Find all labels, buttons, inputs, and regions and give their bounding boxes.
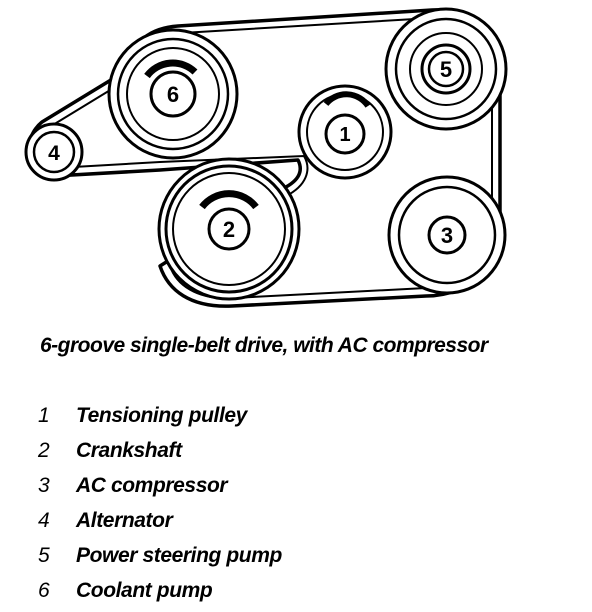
pulley-label-3: 3 (441, 223, 453, 248)
legend-item: 5 Power steering pump (38, 538, 282, 573)
pulley-label-5: 5 (440, 57, 452, 82)
legend-item: 3 AC compressor (38, 468, 282, 503)
legend-number: 3 (38, 473, 50, 497)
pulley-power-steering-pump: 5 (384, 7, 508, 131)
hub-mark-icon (323, 91, 371, 108)
legend-label: Coolant pump (76, 578, 213, 602)
pulley-ac-compressor: 3 (387, 175, 507, 295)
legend-label: Tensioning pulley (76, 403, 247, 427)
legend-item: 2 Crankshaft (38, 433, 282, 468)
pulley-label-6: 6 (167, 82, 179, 107)
legend-label: Crankshaft (76, 438, 182, 462)
pulley-legend: 1 Tensioning pulley 2 Crankshaft 3 AC co… (38, 398, 282, 608)
legend-item: 1 Tensioning pulley (38, 398, 282, 433)
legend-number: 1 (38, 403, 50, 427)
hub-mark-icon (199, 190, 259, 210)
pulley-label-2: 2 (223, 217, 235, 242)
legend-item: 6 Coolant pump (38, 573, 282, 608)
legend-number: 2 (38, 438, 50, 462)
pulley-crankshaft: 2 (157, 157, 301, 301)
legend-number: 4 (38, 508, 50, 532)
pulley-coolant-pump: 6 (107, 28, 239, 160)
legend-label: Alternator (76, 508, 173, 532)
pulley-tensioning: 1 (297, 84, 393, 180)
pulley-alternator: 4 (24, 122, 84, 182)
legend-label: Power steering pump (76, 543, 282, 567)
legend-number: 6 (38, 578, 50, 602)
diagram-caption: 6-groove single-belt drive, with AC comp… (40, 334, 488, 357)
pulley-label-4: 4 (48, 142, 60, 165)
pulley-label-1: 1 (339, 124, 350, 146)
legend-number: 5 (38, 543, 50, 567)
hub-mark-icon (144, 59, 198, 79)
legend-item: 4 Alternator (38, 503, 282, 538)
legend-label: AC compressor (76, 473, 228, 497)
belt-drive-diagram: 5 6 4 1 2 3 (24, 7, 508, 308)
